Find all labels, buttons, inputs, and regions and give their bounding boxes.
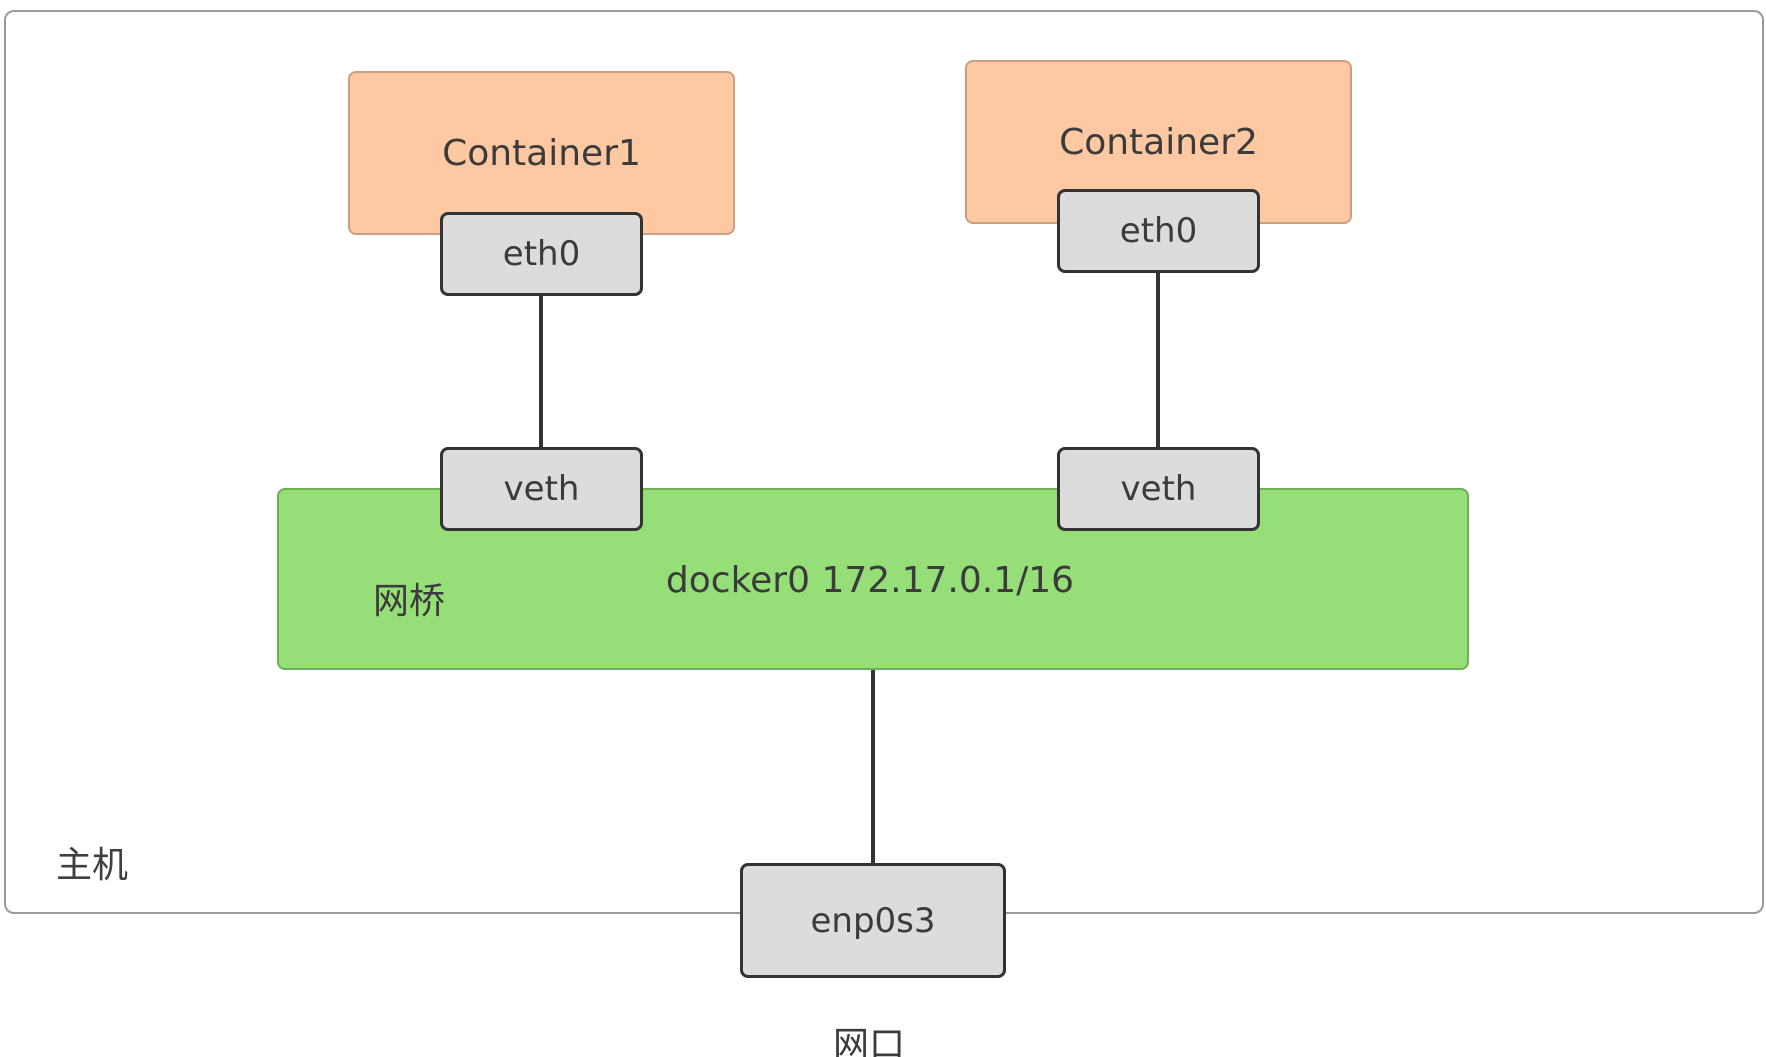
veth1-interface: veth (440, 447, 643, 531)
container2-label: Container2 (1059, 122, 1258, 163)
veth2-interface: veth (1057, 447, 1260, 531)
host-label: 主机 (56, 845, 129, 886)
container1-box: Container1 (348, 71, 735, 235)
enp0s3-label: enp0s3 (810, 900, 936, 941)
container1-eth0-label: eth0 (502, 234, 581, 274)
container1-label: Container1 (442, 133, 641, 174)
container2-eth0-label: eth0 (1119, 211, 1198, 251)
veth2-label: veth (1120, 469, 1197, 509)
network-port-caption: 网口 (833, 1025, 906, 1057)
bridge-name-label: docker0 172.17.0.1/16 (665, 560, 1075, 601)
container2-eth0-interface: eth0 (1057, 189, 1260, 273)
host-boundary (4, 10, 1764, 914)
bridge-tag-label: 网桥 (373, 581, 446, 622)
enp0s3-interface: enp0s3 (740, 863, 1006, 978)
veth1-label: veth (503, 469, 580, 509)
container1-eth0-interface: eth0 (440, 212, 643, 296)
